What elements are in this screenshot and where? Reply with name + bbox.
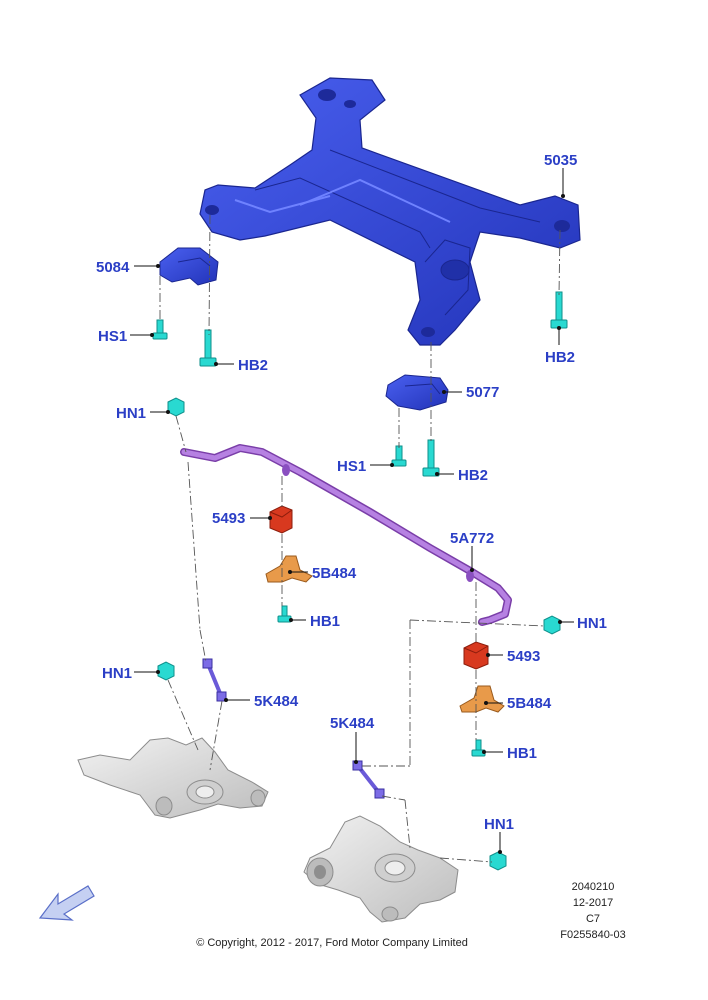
callout-5b484-right: 5B484 bbox=[507, 695, 552, 712]
bushing-bracket-right bbox=[459, 685, 505, 713]
bolt-hs1-lower bbox=[391, 445, 407, 467]
nut-hn1-left-lower bbox=[157, 661, 175, 681]
callout-5493-left: 5493 bbox=[212, 510, 245, 527]
callout-hn1-right-upper: HN1 bbox=[577, 615, 607, 632]
bracket-5077 bbox=[385, 374, 449, 411]
drawing-revision: C7 bbox=[586, 913, 600, 925]
callout-leaders bbox=[130, 168, 574, 854]
callout-5077: 5077 bbox=[466, 384, 499, 401]
callout-hb2-left: HB2 bbox=[238, 357, 268, 374]
callout-hn1-upper-left: HN1 bbox=[116, 405, 146, 422]
bolt-hs1-upper bbox=[152, 319, 168, 340]
direction-arrow-icon bbox=[38, 885, 95, 921]
bolt-hb2-lower bbox=[422, 439, 440, 477]
callout-5a772: 5A772 bbox=[450, 530, 494, 547]
callout-5084: 5084 bbox=[96, 259, 130, 276]
callout-hb1-left: HB1 bbox=[310, 613, 340, 630]
drawing-reference: F0255840-03 bbox=[560, 929, 625, 941]
callout-hb2-lower: HB2 bbox=[458, 467, 488, 484]
assembly-centerlines bbox=[159, 214, 561, 863]
callout-5035: 5035 bbox=[544, 152, 577, 169]
callout-5k484-left: 5K484 bbox=[254, 693, 299, 710]
bolt-hb1-right bbox=[471, 739, 486, 757]
bracket-5084 bbox=[159, 247, 219, 286]
drawing-date: 12-2017 bbox=[573, 897, 613, 909]
subframe-crossmember bbox=[199, 77, 581, 346]
bolt-hb2-left bbox=[199, 329, 217, 367]
stabilizer-bushing-left bbox=[269, 505, 293, 534]
bushing-bracket-left bbox=[265, 555, 313, 583]
nut-hn1-right-lower bbox=[489, 851, 507, 871]
stabilizer-bushing-right bbox=[463, 641, 489, 670]
copyright-notice: © Copyright, 2012 - 2017, Ford Motor Com… bbox=[196, 937, 468, 949]
callout-hn1-right-lower: HN1 bbox=[484, 816, 514, 833]
drawing-number: 2040210 bbox=[572, 881, 615, 893]
callout-5493-right: 5493 bbox=[507, 648, 540, 665]
callout-hs1-lower: HS1 bbox=[337, 458, 366, 475]
callout-5b484-left: 5B484 bbox=[312, 565, 357, 582]
rear-knuckle-right bbox=[303, 815, 459, 923]
stabilizer-bar bbox=[180, 444, 512, 626]
nut-hn1-right-upper bbox=[543, 615, 561, 635]
rear-knuckle-left bbox=[77, 737, 269, 819]
bolt-hb2-right bbox=[550, 291, 568, 329]
bolt-hb1-left bbox=[277, 605, 292, 623]
stabilizer-link-right bbox=[352, 760, 385, 799]
nut-hn1-upper-left bbox=[167, 397, 185, 417]
callout-hb1-right: HB1 bbox=[507, 745, 537, 762]
callout-hn1-left-lower: HN1 bbox=[102, 665, 132, 682]
callout-hb2-right: HB2 bbox=[545, 349, 575, 366]
callout-5k484-right: 5K484 bbox=[330, 715, 375, 732]
stabilizer-link-left bbox=[202, 658, 227, 702]
callout-hs1-upper: HS1 bbox=[98, 328, 127, 345]
